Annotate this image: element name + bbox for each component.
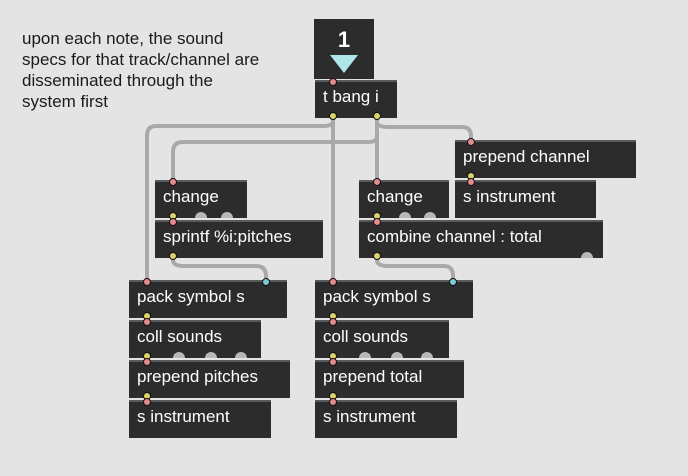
object-label: change <box>367 187 423 206</box>
object-prepend-channel[interactable]: prepend channel <box>455 138 636 180</box>
object-send-instrument-left[interactable]: s instrument <box>129 398 271 438</box>
object-coll-left[interactable]: coll sounds <box>129 318 261 360</box>
inlet-left[interactable] <box>467 178 475 186</box>
cord-trigger-to-change-left <box>171 116 379 182</box>
message-value: 1 <box>337 27 351 52</box>
cord-trigger-to-prepend-channel <box>375 116 473 142</box>
object-label: prepend pitches <box>137 367 258 386</box>
outlet-placeholder <box>195 212 207 218</box>
object-prepend-total[interactable]: prepend total <box>315 358 464 400</box>
outlet-placeholder <box>173 352 185 358</box>
inlet-left[interactable] <box>329 278 337 286</box>
object-change-right[interactable]: change <box>359 178 449 220</box>
outlet-placeholder <box>399 212 411 218</box>
object-label: change <box>163 187 219 206</box>
outlet-left[interactable] <box>169 252 177 260</box>
object-label: coll sounds <box>323 327 409 346</box>
cord-combine-to-pack <box>375 254 455 284</box>
object-label: combine channel : total <box>367 227 542 246</box>
object-label: pack symbol s <box>323 287 431 306</box>
inlet-left[interactable] <box>329 358 337 366</box>
inlet-left[interactable] <box>467 138 475 146</box>
object-t-bang-i[interactable]: t bang i <box>315 78 397 120</box>
object-prepend-pitches[interactable]: prepend pitches <box>129 358 290 400</box>
outlet-placeholder <box>359 352 371 358</box>
bang-arrow-icon <box>330 55 358 73</box>
inlet-left[interactable] <box>329 78 337 86</box>
inlet-left[interactable] <box>143 318 151 326</box>
inlet-right[interactable] <box>262 278 270 286</box>
inlet-left[interactable] <box>169 218 177 226</box>
outlet-placeholder <box>424 212 436 218</box>
object-coll-right[interactable]: coll sounds <box>315 318 449 360</box>
message-box-trigger[interactable]: 1 <box>314 19 374 79</box>
object-label: s instrument <box>323 407 416 426</box>
outlet-placeholder <box>421 352 433 358</box>
outlet-placeholder <box>205 352 217 358</box>
outlet-left[interactable] <box>329 112 337 120</box>
object-pack-right[interactable]: pack symbol s <box>315 278 473 320</box>
outlet-left[interactable] <box>373 252 381 260</box>
inlet-left[interactable] <box>373 178 381 186</box>
object-send-instrument-top[interactable]: s instrument <box>455 178 596 218</box>
inlet-left[interactable] <box>329 398 337 406</box>
object-send-instrument-right[interactable]: s instrument <box>315 398 457 438</box>
object-label: pack symbol s <box>137 287 245 306</box>
object-label: coll sounds <box>137 327 223 346</box>
inlet-left[interactable] <box>329 318 337 326</box>
object-change-left[interactable]: change <box>155 178 247 220</box>
object-sprintf[interactable]: sprintf %i:pitches <box>155 218 323 260</box>
inlet-left[interactable] <box>143 358 151 366</box>
object-label: sprintf %i:pitches <box>163 227 292 246</box>
inlet-left[interactable] <box>143 278 151 286</box>
cord-sprintf-to-pack <box>171 254 268 284</box>
outlet-placeholder <box>391 352 403 358</box>
inlet-left[interactable] <box>143 398 151 406</box>
patch-comment: upon each note, the sound specs for that… <box>22 29 260 111</box>
object-label: s instrument <box>137 407 230 426</box>
object-pack-left[interactable]: pack symbol s <box>129 278 287 320</box>
object-combine[interactable]: combine channel : total <box>359 218 603 260</box>
object-label: t bang i <box>323 87 379 106</box>
object-label: s instrument <box>463 187 556 206</box>
inlet-left[interactable] <box>169 178 177 186</box>
outlet-placeholder <box>221 212 233 218</box>
object-label: prepend channel <box>463 147 590 166</box>
outlet-placeholder <box>235 352 247 358</box>
object-label: prepend total <box>323 367 423 386</box>
inlet-right[interactable] <box>449 278 457 286</box>
inlet-left[interactable] <box>373 218 381 226</box>
outlet-right[interactable] <box>373 112 381 120</box>
outlet-placeholder <box>581 252 593 258</box>
